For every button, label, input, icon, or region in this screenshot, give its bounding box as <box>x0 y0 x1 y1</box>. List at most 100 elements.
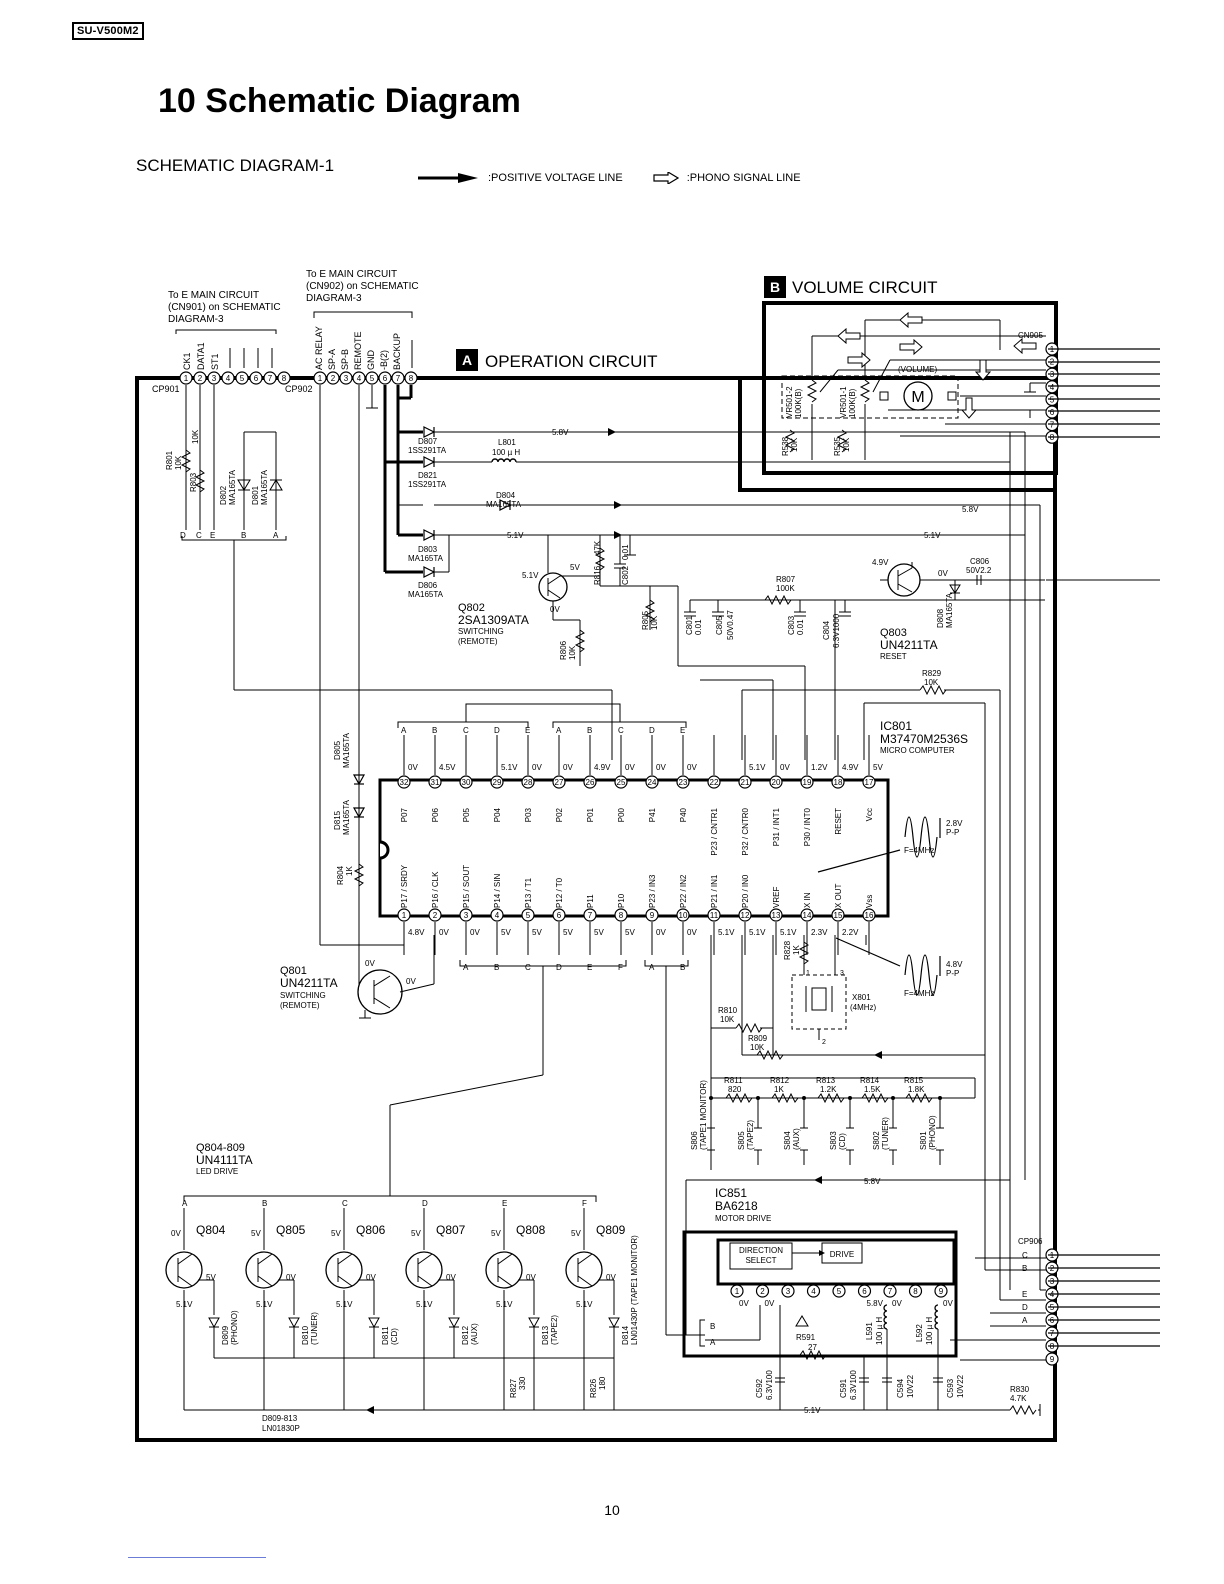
led-driver-symbol <box>565 1251 603 1289</box>
ic851-in-a: A <box>710 1338 716 1347</box>
led-func: LN01430P (TAPE1 MONITOR) <box>630 1235 639 1345</box>
led-driver-vb: 5V <box>331 1229 341 1238</box>
cp906-pin-9-num: 9 <box>1050 1355 1055 1364</box>
l592-val: 100 µ H <box>925 1317 934 1345</box>
led-icon <box>528 1317 540 1329</box>
led-ref: D814 <box>621 1325 630 1345</box>
ic801-pin-17-num: 17 <box>865 778 874 787</box>
ladder-val-2: 1.2K <box>820 1085 837 1094</box>
led-driver-symbol <box>245 1251 283 1289</box>
ic801-pin-13: 13 <box>769 908 783 922</box>
r826-ref: R826 <box>589 1378 598 1398</box>
c805-ref: C805 <box>715 615 724 635</box>
ic801-pin-29-volt: 5.1V <box>501 763 518 772</box>
ic801-pin-29-label: P04 <box>493 807 502 822</box>
led-driver-bus: F <box>582 1199 587 1208</box>
cp902-sig-2: SP-A <box>327 349 337 370</box>
volume-circuit-title: VOLUME CIRCUIT <box>792 278 937 297</box>
ic801-pin-12-volt: 5.1V <box>749 928 766 937</box>
c805-val: 50V0.47 <box>726 610 735 640</box>
led-func: (PHONO) <box>230 1310 239 1345</box>
switch-ref-1[interactable]: S805 <box>737 1131 746 1150</box>
ic801-part: M37470M2536S <box>880 732 968 746</box>
ladder-ref-3: R814 <box>860 1076 880 1085</box>
switch-ref-2[interactable]: S804 <box>783 1131 792 1150</box>
led-driver-ref: Q804 <box>196 1223 226 1237</box>
footer-link-line <box>128 1557 266 1558</box>
cp901-pin-4-num: 4 <box>226 374 231 383</box>
led-driver-symbol <box>405 1251 443 1289</box>
ic851-pin-9-num: 9 <box>939 1287 944 1296</box>
switch-func-4: (TUNER) <box>881 1117 890 1150</box>
led-driver-q805: BQ8055V0V5.1VD810(TUNER) <box>245 1199 319 1410</box>
x801-val: (4MHz) <box>850 1003 877 1012</box>
cp901-pin-8-num: 8 <box>282 374 287 383</box>
r807-ref: R807 <box>776 575 796 584</box>
ic801-pin-32-label: P07 <box>400 807 409 822</box>
switch-ref-4[interactable]: S802 <box>872 1131 881 1150</box>
cp906-bus-b: B <box>1022 1264 1027 1273</box>
ic801-pin-23-volt: 0V <box>687 763 697 772</box>
q802-vc: 0V <box>550 605 560 614</box>
ic851-pin-1-volt: 0V <box>739 1299 749 1308</box>
ic801-pin-4-label: P14 / SIN <box>493 874 502 908</box>
ic801-top-bus-8: D <box>649 726 655 735</box>
switch-ref-3[interactable]: S803 <box>829 1131 838 1150</box>
ic801-pin-27-volt: 0V <box>563 763 573 772</box>
led-icon <box>288 1317 300 1329</box>
d801-ref: D801 <box>251 485 260 505</box>
ic801-pin-13-volt: 5.1V <box>780 928 797 937</box>
rail-58-low: 5.8V <box>864 1177 881 1186</box>
cp906-bus-c: C <box>1022 1251 1028 1260</box>
ic801-pin-16: 16 <box>862 908 876 922</box>
led-driver-q808: EQ8085V0V5.1VD813(TAPE2) <box>485 1199 559 1410</box>
d803-ref: D803 <box>418 545 438 554</box>
ic801-pin-26-label: P01 <box>586 807 595 822</box>
ic851-pin-1: 1 <box>730 1284 744 1298</box>
q801-func: SWITCHING <box>280 991 326 1000</box>
q802-symbol <box>538 572 568 602</box>
led-driver-ve: 5.1V <box>176 1300 193 1309</box>
ic801-pin-1-label: P17 / SRDY <box>400 864 409 908</box>
ladder-val-3: 1.5K <box>864 1085 881 1094</box>
ladder-resistor-2 <box>817 1092 845 1104</box>
q803-part: UN4211TA <box>880 638 938 652</box>
ic851-pin-5: 5 <box>832 1284 846 1298</box>
ic801-pin-19: 19 <box>800 775 814 789</box>
r809-val: 10K <box>750 1043 765 1052</box>
ic801-pin-31-label: P06 <box>431 807 440 822</box>
vr501-1-val: 100K(B) <box>848 388 857 418</box>
switch-ref-0[interactable]: S806 <box>690 1131 699 1150</box>
r809-ref: R809 <box>748 1034 768 1043</box>
r535-ref: R535 <box>833 436 842 456</box>
r803-val: 10K <box>191 429 200 444</box>
switch-ref-5[interactable]: S801 <box>919 1131 928 1150</box>
led-icon <box>368 1317 380 1329</box>
ic801-pin-7: 7 <box>583 908 597 922</box>
ladder-ref-2: R813 <box>816 1076 836 1085</box>
ic851-pin-9: 9 <box>934 1284 948 1298</box>
ic801-pin-14-num: 14 <box>803 911 812 920</box>
cp906-bus-a: A <box>1022 1316 1028 1325</box>
ic801-pin-29-num: 29 <box>493 778 502 787</box>
legend-positive: :POSITIVE VOLTAGE LINE <box>488 172 623 184</box>
d815-val: MA165TA <box>342 799 351 835</box>
ic801-ref: IC801 <box>880 719 912 733</box>
ic801-pin-6: 6 <box>552 908 566 922</box>
ic801-bottom-bus-5: F <box>618 963 623 972</box>
ic851-pin-2-num: 2 <box>760 1287 765 1296</box>
cp901-label: CP901 <box>152 384 180 394</box>
r827-ref: R827 <box>509 1378 518 1398</box>
ic801-top-bus-1: B <box>432 726 437 735</box>
ic801-pin-9: 9 <box>645 908 659 922</box>
ic851-pin-7-num: 7 <box>888 1287 893 1296</box>
q802-vb: 5.1V <box>522 571 539 580</box>
d807-val: 1SS291TA <box>408 446 447 455</box>
cp901-pin-7-num: 7 <box>268 374 273 383</box>
ic801-pin-4: 4 <box>490 908 504 922</box>
ic801-pin-10-volt: 0V <box>687 928 697 937</box>
q802-func: SWITCHING <box>458 627 504 636</box>
